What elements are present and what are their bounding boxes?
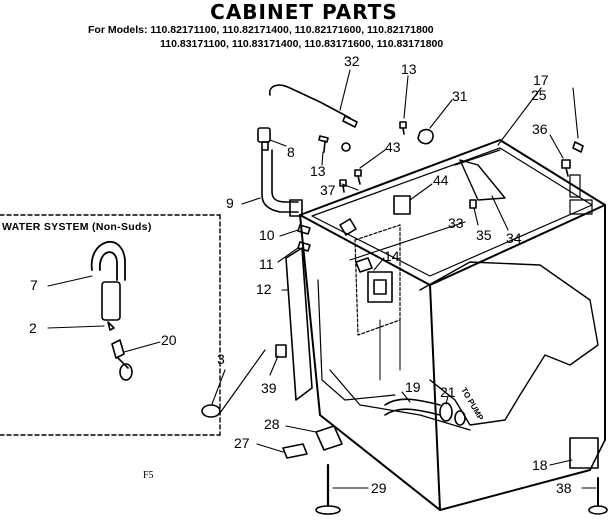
callout-31: 31	[452, 88, 468, 104]
callout-21: 21	[440, 384, 456, 400]
part-32-hose	[268, 84, 358, 152]
callout-17: 17	[533, 72, 549, 88]
callout-12: 12	[256, 281, 272, 297]
part-36-screw	[561, 159, 571, 169]
part-17-clip	[572, 141, 584, 153]
callout-10: 10	[259, 227, 275, 243]
callout-39: 39	[261, 380, 277, 396]
callout-20: 20	[161, 332, 177, 348]
callout-14: 14	[384, 248, 400, 264]
part-7-hose	[90, 241, 126, 321]
callout-32: 32	[344, 53, 360, 69]
part-35	[469, 199, 477, 209]
page-title: CABINET PARTS	[210, 0, 398, 24]
callout-7: 7	[30, 277, 38, 293]
callout-13-top: 13	[401, 61, 417, 77]
part-20-valve	[111, 339, 133, 381]
callout-29: 29	[371, 480, 387, 496]
part-29-leg	[315, 463, 341, 515]
part-14-switch	[355, 257, 393, 303]
callout-35: 35	[476, 227, 492, 243]
page-reference: F5	[143, 470, 154, 481]
callout-2: 2	[29, 320, 37, 336]
callout-3: 3	[217, 351, 225, 367]
callout-13-mid: 13	[310, 163, 326, 179]
water-system-label: WATER SYSTEM (Non-Suds)	[2, 221, 152, 233]
side-panel-12	[285, 247, 313, 401]
part-8-fitting	[257, 127, 271, 151]
leader-lines	[47, 69, 597, 489]
callout-43: 43	[385, 139, 401, 155]
models-line-2: 110.83171100, 110.83171400, 110.83171600…	[160, 38, 444, 50]
part-9-hose	[261, 149, 303, 217]
part-10	[297, 224, 311, 235]
part-27-bracket	[282, 443, 308, 459]
part-44-bracket	[393, 195, 411, 215]
part-13-screws	[318, 121, 407, 153]
callout-37: 37	[320, 182, 336, 198]
water-system-box	[0, 214, 221, 436]
part-33	[339, 218, 357, 236]
callout-8: 8	[287, 144, 295, 160]
callout-19: 19	[405, 379, 421, 395]
callout-9: 9	[226, 195, 234, 211]
cabinet-body	[299, 139, 606, 511]
callout-33: 33	[448, 215, 464, 231]
part-11	[297, 241, 311, 252]
callout-28: 28	[264, 416, 280, 432]
part-2-clamp	[107, 321, 115, 331]
part-18-bracket	[569, 437, 599, 469]
models-line-1: For Models: 110.82171100, 110.82171400, …	[88, 24, 434, 36]
callout-36: 36	[532, 121, 548, 137]
callout-44: 44	[433, 172, 449, 188]
part-19-hose	[384, 398, 441, 406]
part-38-leg	[588, 477, 608, 515]
callout-27: 27	[234, 435, 250, 451]
callout-25: 25	[531, 87, 547, 103]
callout-18: 18	[532, 457, 548, 473]
part-28-mount	[315, 425, 343, 451]
part-31-clamp	[417, 128, 434, 145]
callout-38: 38	[556, 480, 572, 496]
callout-34: 34	[506, 230, 522, 246]
part-39	[275, 344, 287, 358]
callout-11: 11	[259, 256, 274, 272]
part-3-clamp	[201, 404, 221, 418]
